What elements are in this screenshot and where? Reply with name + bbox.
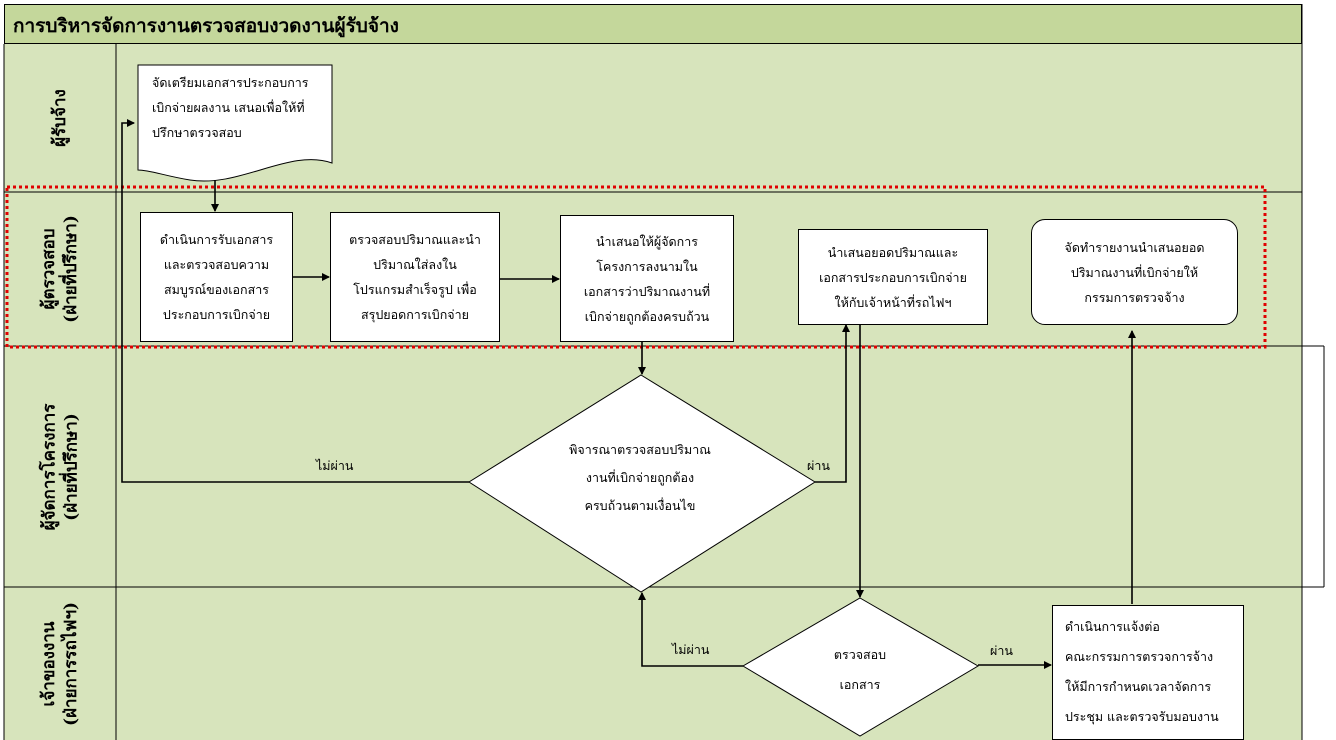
edge-label-pass-manager: ผ่าน: [807, 458, 830, 473]
node-check-quantity[interactable]: ตรวจสอบปริมาณและนำ ปริมาณใส่ลงใน โปรแกรม…: [330, 212, 500, 342]
arrow-fail-to-contractor: [121, 119, 469, 483]
node-check-quantity-text: ตรวจสอบปริมาณและนำ ปริมาณใส่ลงใน โปรแกรม…: [349, 232, 481, 322]
node-propose-manager[interactable]: นำเสนอให้ผู้จัดการ โครงการลงนามใน เอกสาร…: [560, 215, 734, 342]
node-prepare-docs-text: จัดเตรียมเอกสารประกอบการ เบิกจ่ายผลงาน เ…: [152, 75, 309, 140]
decision-owner-shape[interactable]: [742, 597, 979, 737]
node-prepare-report-text: จัดทำรายงานนำเสนอยอด ปริมาณงานที่เบิกจ่า…: [1064, 239, 1205, 305]
node-prepare-docs[interactable]: จัดเตรียมเอกสารประกอบการ เบิกจ่ายผลงาน เ…: [140, 66, 330, 158]
node-receive-docs-text: ดำเนินการรับเอกสาร และตรวจสอบความ สมบูรณ…: [159, 232, 274, 322]
edge-label-fail-manager: ไม่ผ่าน: [316, 458, 354, 473]
node-notify-committee-text: ดำเนินการแจ้งต่อ คณะกรรมการตรวจการจ้าง ใ…: [1065, 619, 1219, 724]
arrow-pass-to-summary: [815, 324, 850, 483]
edge-label-pass-owner: ผ่าน: [990, 643, 1013, 658]
edge-label-fail-owner: ไม่ผ่าน: [672, 642, 710, 657]
decision-manager-label: พิจารณาตรวจสอบปริมาณ งานที่เบิกจ่ายถูกต้…: [569, 442, 711, 513]
node-notify-committee[interactable]: ดำเนินการแจ้งต่อ คณะกรรมการตรวจการจ้าง ใ…: [1052, 605, 1244, 740]
diagram-title: การบริหารจัดการงานตรวจสอบงวดงานผู้รับจ้า…: [13, 15, 399, 37]
node-propose-summary[interactable]: นำเสนอยอดปริมาณและ เอกสารประกอบการเบิกจ่…: [798, 229, 988, 325]
node-prepare-report[interactable]: จัดทำรายงานนำเสนอยอด ปริมาณงานที่เบิกจ่า…: [1031, 219, 1238, 325]
decision-owner-label: ตรวจสอบ เอกสาร: [833, 647, 887, 692]
node-propose-manager-text: นำเสนอให้ผู้จัดการ โครงการลงนามใน เอกสาร…: [583, 233, 711, 324]
node-propose-summary-text: นำเสนอยอดปริมาณและ เอกสารประกอบการเบิกจ่…: [819, 244, 967, 310]
inspector-highlight-frame: [5, 185, 1267, 349]
arrow-owner-fail: [638, 592, 743, 667]
diagram-title-bar: การบริหารจัดการงานตรวจสอบงวดงานผู้รับจ้า…: [4, 4, 1302, 44]
prepare-docs-shape: [137, 64, 333, 182]
node-receive-docs[interactable]: ดำเนินการรับเอกสาร และตรวจสอบความ สมบูรณ…: [140, 212, 293, 342]
